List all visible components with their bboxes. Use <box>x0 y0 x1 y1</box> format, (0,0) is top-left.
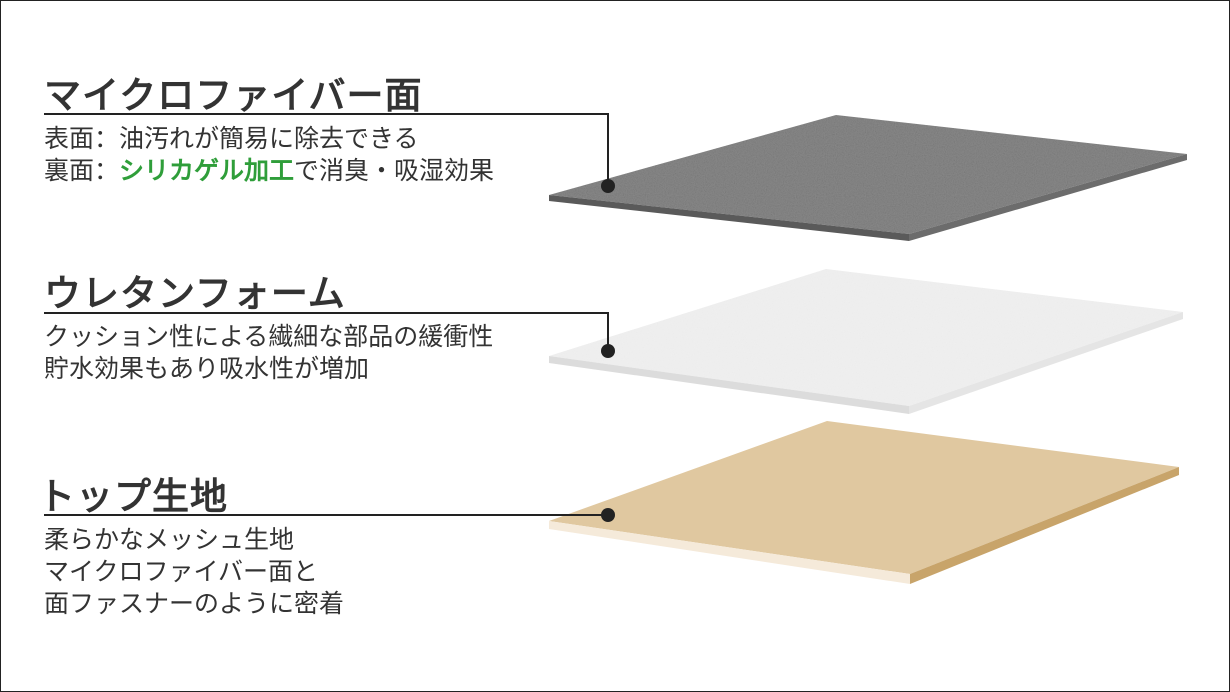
urethane-desc-line-2: 貯水効果もあり吸水性が増加 <box>44 354 370 383</box>
pointer-dot-urethane <box>601 344 615 358</box>
microfiber-description: 表面：油汚れが簡易に除去できる 裏面：シリカゲル加工で消臭・吸湿効果 <box>44 123 494 187</box>
microfiber-layer <box>549 115 1187 241</box>
pointer-line-urethane <box>44 312 609 351</box>
surface-label: 表面： <box>44 124 120 153</box>
pointer-lines <box>44 113 609 516</box>
top-fabric-desc-line-1: 柔らかなメッシュ生地 <box>44 525 295 554</box>
microfiber-desc-line-1: 表面：油汚れが簡易に除去できる <box>44 123 494 155</box>
microfiber-desc-line-2: 裏面：シリカゲル加工で消臭・吸湿効果 <box>44 155 494 187</box>
urethane-desc-line-1: クッション性による繊細な部品の緩衝性 <box>44 322 494 351</box>
urethane-foam-layer <box>549 269 1183 414</box>
urethane-title: ウレタンフォーム <box>44 272 346 315</box>
surface-text: 油汚れが簡易に除去できる <box>119 124 419 153</box>
top-fabric-title: トップ生地 <box>38 475 228 518</box>
top-fabric-desc-line-2: マイクロファイバー面と <box>44 557 319 586</box>
pointer-line-microfiber <box>44 113 609 186</box>
pointer-dot-microfiber <box>601 179 615 193</box>
top-fabric-desc-line-3: 面ファスナーのように密着 <box>44 589 345 618</box>
back-text: で消臭・吸湿効果 <box>294 156 495 185</box>
top-fabric-description: 柔らかなメッシュ生地 マイクロファイバー面と 面ファスナーのように密着 <box>44 524 344 620</box>
back-label: 裏面： <box>44 156 120 185</box>
urethane-description: クッション性による繊細な部品の緩衝性 貯水効果もあり吸水性が増加 <box>44 321 493 385</box>
microfiber-title: マイクロファイバー面 <box>44 74 423 117</box>
silica-gel-highlight: シリカゲル加工 <box>119 156 295 185</box>
pointer-dot-fabric <box>601 508 615 522</box>
top-fabric-layer <box>549 421 1179 584</box>
